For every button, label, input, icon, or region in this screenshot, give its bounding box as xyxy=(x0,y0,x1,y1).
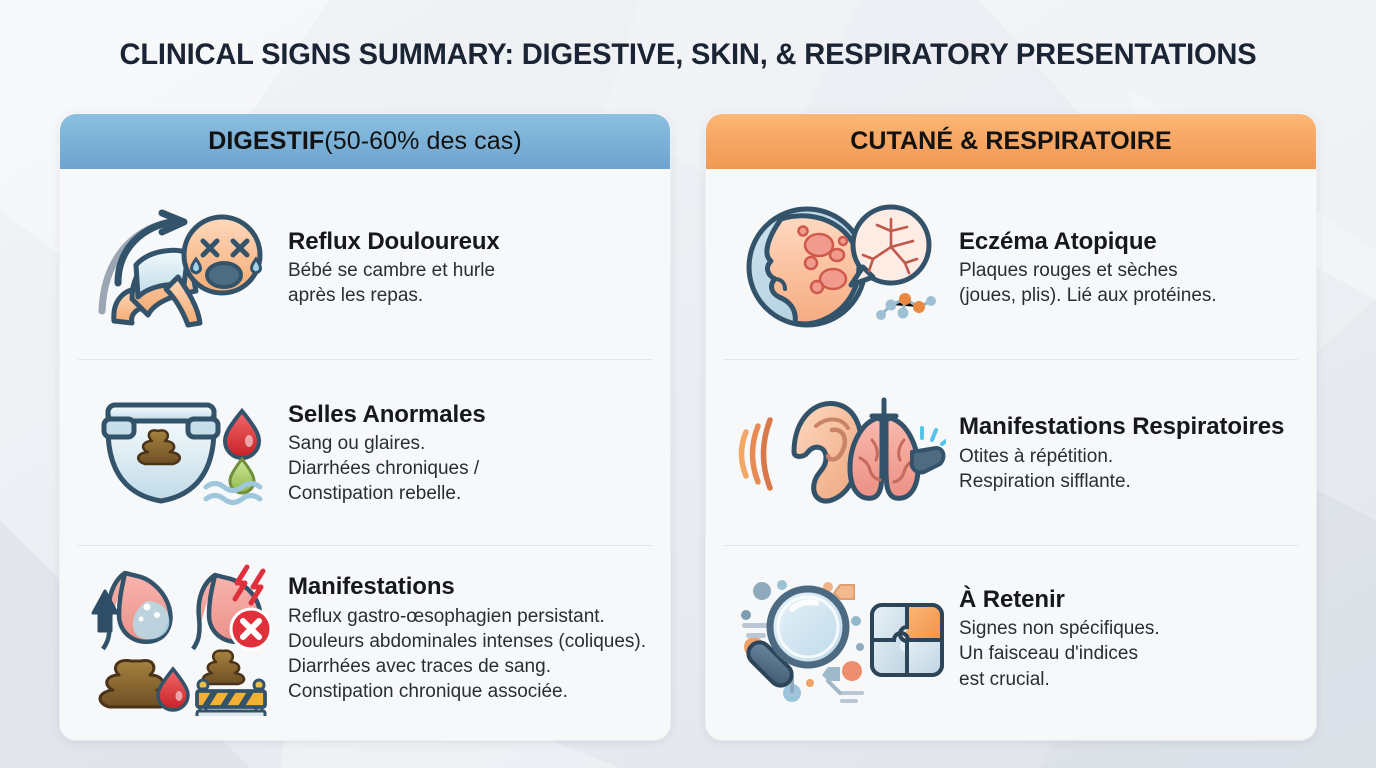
list-item-text: Manifestations Reflux gastro-œsophagien … xyxy=(282,573,648,704)
column-header-cutane-respiratoire: CUTANÉ & RESPIRATOIRE xyxy=(706,114,1316,169)
face-eczema-rash-molecule-icon xyxy=(728,201,953,336)
crying-baby-arching-icon xyxy=(82,203,282,333)
column-header-subtitle: (50-60% des cas) xyxy=(324,127,522,155)
column-header-title: CUTANÉ & RESPIRATOIRE xyxy=(850,127,1172,155)
page-title: CLINICAL SIGNS SUMMARY: DIGESTIVE, SKIN,… xyxy=(119,38,1257,71)
list-item-title: À Retenir xyxy=(959,586,1065,614)
stomach-reflux-stool-grid-icon xyxy=(82,561,282,717)
list-item-description: Signes non spécifiques. Un faisceau d'in… xyxy=(959,618,1160,690)
list-item[interactable]: Reflux Douloureux Bébé se cambre et hurl… xyxy=(78,175,652,359)
list-item-description: Plaques rouges et sèches (joues, plis). … xyxy=(959,260,1217,307)
list-item[interactable]: Manifestations Respiratoires Otites à ré… xyxy=(724,359,1298,544)
list-item-title: Selles Anormales xyxy=(288,400,486,428)
column-body-digestif: Reflux Douloureux Bébé se cambre et hurl… xyxy=(60,169,670,740)
column-header-digestif: DIGESTIF (50-60% des cas) xyxy=(60,114,670,169)
list-item-title: Manifestations xyxy=(288,573,455,601)
column-body-cutane-respiratoire: Eczéma Atopique Plaques rouges et sèches… xyxy=(706,169,1316,740)
list-item-description: Reflux gastro-œsophagien persistant. Dou… xyxy=(288,605,647,703)
list-item-text: À Retenir Signes non spécifiques. Un fai… xyxy=(953,586,1294,692)
list-item-text: Manifestations Respiratoires Otites à ré… xyxy=(953,413,1294,494)
list-item-text: Reflux Douloureux Bébé se cambre et hurl… xyxy=(282,228,648,309)
list-item-title: Eczéma Atopique xyxy=(959,227,1157,255)
column-card-cutane-respiratoire: CUTANÉ & RESPIRATOIRE xyxy=(706,114,1316,740)
list-item-text: Selles Anormales Sang ou glaires. Diarrh… xyxy=(282,401,648,507)
list-item[interactable]: Manifestations Reflux gastro-œsophagien … xyxy=(78,544,652,730)
list-item-description: Bébé se cambre et hurle après les repas. xyxy=(288,260,496,307)
diaper-stool-blood-mucus-icon xyxy=(82,393,282,513)
columns-container: DIGESTIF (50-60% des cas) xyxy=(60,114,1316,740)
list-item[interactable]: À Retenir Signes non spécifiques. Un fai… xyxy=(724,544,1298,730)
column-header-title: DIGESTIF xyxy=(208,127,325,155)
list-item-title: Reflux Douloureux xyxy=(288,227,500,255)
list-item-title: Manifestations Respiratoires xyxy=(959,413,1285,441)
magnifier-puzzle-icon xyxy=(728,571,953,706)
list-item-description: Sang ou glaires. Diarrhées chroniques / … xyxy=(288,433,480,505)
list-item[interactable]: Selles Anormales Sang ou glaires. Diarrh… xyxy=(78,359,652,544)
list-item[interactable]: Eczéma Atopique Plaques rouges et sèches… xyxy=(724,175,1298,359)
ear-lungs-wheeze-icon xyxy=(728,396,953,511)
list-item-text: Eczéma Atopique Plaques rouges et sèches… xyxy=(953,228,1294,309)
column-card-digestif: DIGESTIF (50-60% des cas) xyxy=(60,114,670,740)
list-item-description: Otites à répétition. Respiration sifflan… xyxy=(959,445,1131,492)
